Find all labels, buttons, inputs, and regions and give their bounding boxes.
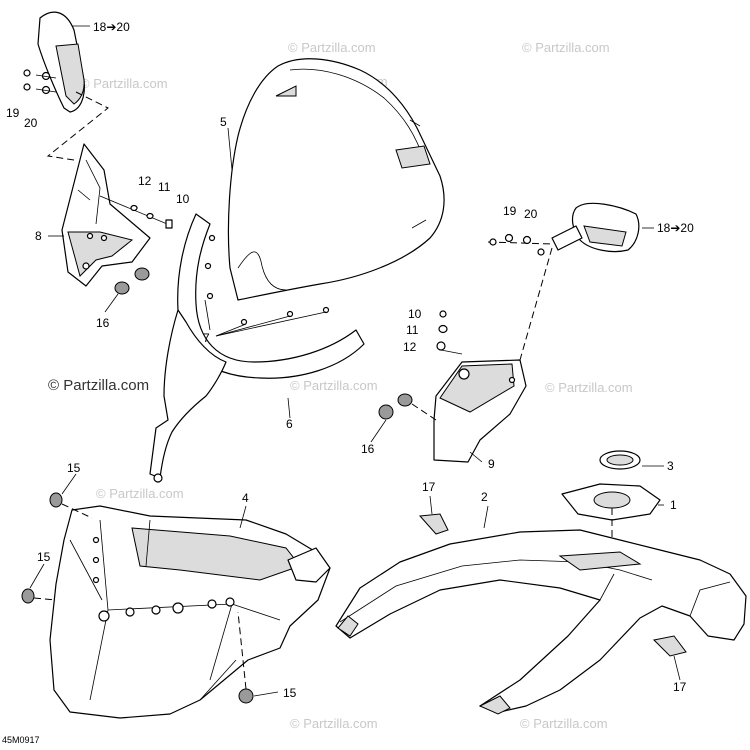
right-mirror-group: [487, 202, 640, 361]
watermark: © Partzilla.com: [290, 378, 378, 393]
callout-17: 17: [422, 480, 436, 494]
side-fairing: [335, 529, 747, 713]
side-fairing-group: [335, 529, 747, 715]
left-bracket-group: [61, 143, 173, 295]
watermark: © Partzilla.com: [80, 76, 168, 91]
callout-8: 8: [35, 229, 42, 243]
callout-6: 6: [286, 417, 293, 431]
windshield: [227, 58, 445, 301]
callout-20: 20: [24, 116, 38, 130]
callout-16: 16: [96, 316, 110, 330]
trim-stem: [149, 309, 227, 479]
callout-11: 11: [158, 180, 171, 194]
windshield-group: [227, 58, 445, 301]
front-nose-group: [21, 492, 331, 719]
callout-16: 16: [361, 442, 375, 456]
grommet-16: [134, 267, 150, 281]
grommet-15: [49, 492, 63, 508]
callout-12: 12: [403, 340, 417, 354]
washer-20: [504, 233, 514, 243]
nut-19: [23, 83, 31, 91]
callout-15: 15: [67, 461, 81, 475]
nut-19: [489, 238, 497, 246]
callout-9: 9: [488, 457, 495, 471]
drawing-code: 45M0917: [2, 735, 40, 745]
watermark-main: © Partzilla.com: [48, 377, 149, 394]
watermark: © Partzilla.com: [522, 40, 610, 55]
callout-10: 10: [176, 192, 190, 206]
callout-12: 12: [138, 174, 152, 188]
callout-15: 15: [37, 550, 51, 564]
callout-18-20: 18➔20: [93, 20, 130, 34]
clips-group: [418, 513, 687, 657]
nut-19: [23, 69, 31, 77]
callout-20: 20: [524, 207, 538, 221]
headlight-cover: [131, 527, 301, 581]
callout-10: 10: [408, 307, 422, 321]
callout-17: 17: [673, 680, 687, 694]
callout-5: 5: [220, 115, 227, 129]
watermark: © Partzilla.com: [290, 716, 378, 731]
callout-15: 15: [283, 686, 297, 700]
clip-17: [652, 635, 687, 657]
callout-19: 19: [503, 204, 517, 218]
watermark-layer: © Partzilla.com © Partzilla.com © Partzi…: [48, 40, 633, 731]
clip-17: [418, 513, 449, 535]
grommet-16: [114, 281, 130, 295]
grommet-15: [238, 688, 254, 704]
callout-3: 3: [667, 459, 674, 473]
grommet-16: [378, 404, 394, 420]
callout-2: 2: [481, 490, 488, 504]
right-bracket-group: [378, 310, 527, 463]
watermark: © Partzilla.com: [545, 380, 633, 395]
watermark: © Partzilla.com: [288, 40, 376, 55]
callout-19: 19: [6, 106, 20, 120]
grommet-16: [397, 393, 413, 407]
callout-4: 4: [242, 491, 249, 505]
callouts: 18➔20 19 20 5 12 11 10 8 16 7 6 19 20 18…: [2, 20, 694, 745]
mount-line: [519, 247, 553, 361]
grommet-15: [21, 588, 35, 604]
mount-line: [46, 91, 109, 161]
leader-lines: [29, 25, 681, 697]
callout-7: 7: [203, 331, 210, 345]
callout-18-20: 18➔20: [657, 221, 694, 235]
callout-11: 11: [406, 323, 419, 337]
ring-plate-group: [561, 450, 661, 540]
watermark: © Partzilla.com: [520, 716, 608, 731]
left-mirror-bracket: [61, 143, 151, 287]
callout-1: 1: [670, 498, 677, 512]
watermark: © Partzilla.com: [96, 486, 184, 501]
windshield-trim-group: [149, 213, 365, 483]
left-mirror-group: [23, 11, 109, 161]
